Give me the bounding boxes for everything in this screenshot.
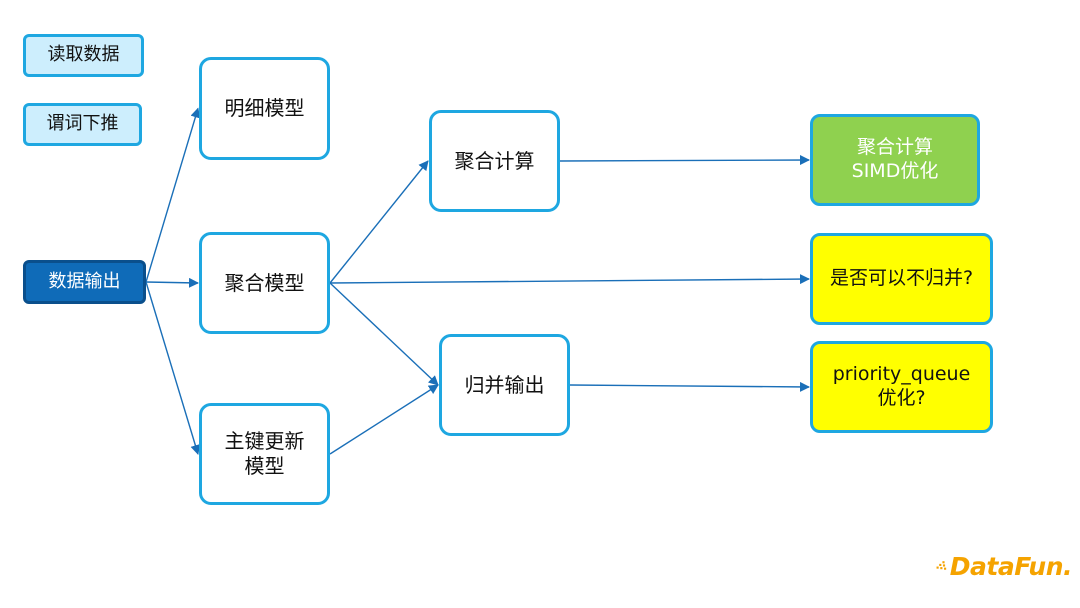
- edge-data_output-to-pk_model: [145, 281, 201, 455]
- edge-data_output-to-agg_model: [145, 277, 199, 288]
- logo-dots-icon: [936, 561, 947, 570]
- edge-data_output-to-detail_model: [145, 107, 201, 283]
- result-priority-queue-label-1: priority_queue: [832, 363, 971, 386]
- legend-predicate-pushdown-label: 谓词下推: [46, 113, 119, 135]
- node-pk-model-label-2: 模型: [244, 454, 285, 478]
- edge-agg_model-to-no_merge: [329, 274, 810, 285]
- result-priority-queue: priority_queue 优化?: [810, 341, 993, 433]
- legend-predicate-pushdown: 谓词下推: [23, 103, 142, 146]
- result-simd-label-1: 聚合计算: [856, 136, 933, 159]
- node-detail-model: 明细模型: [199, 57, 330, 160]
- node-agg-compute-label: 聚合计算: [454, 148, 535, 173]
- legend-read-data-label: 读取数据: [47, 44, 120, 66]
- node-merge-output-label: 归并输出: [464, 372, 545, 397]
- node-detail-model-label: 明细模型: [224, 96, 305, 120]
- node-pk-model-label-1: 主键更新: [224, 429, 305, 453]
- node-agg-compute: 聚合计算: [429, 110, 560, 212]
- node-merge-output: 归并输出: [439, 334, 570, 436]
- result-no-merge: 是否可以不归并?: [810, 233, 993, 325]
- node-agg-model-label: 聚合模型: [224, 270, 305, 295]
- edge-pk_model-to-merge_output: [329, 384, 439, 455]
- node-pk-model: 主键更新 模型: [199, 403, 330, 505]
- logo-text: DataFun.: [949, 551, 1073, 581]
- datafun-logo: DataFun.: [936, 546, 1073, 586]
- result-no-merge-label: 是否可以不归并?: [829, 267, 974, 290]
- result-simd-label-2: SIMD优化: [851, 160, 939, 182]
- edge-agg_model-to-merge_output: [329, 282, 439, 386]
- result-simd: 聚合计算 SIMD优化: [810, 114, 980, 206]
- edge-agg_compute-to-simd: [559, 155, 810, 166]
- node-agg-model: 聚合模型: [199, 232, 330, 334]
- legend-read-data: 读取数据: [23, 34, 144, 77]
- node-data-output: 数据输出: [23, 260, 146, 304]
- node-data-output-label: 数据输出: [48, 270, 121, 292]
- edge-agg_model-to-agg_compute: [329, 160, 429, 284]
- result-priority-queue-label-2: 优化?: [877, 387, 926, 409]
- edge-merge_output-to-pq: [569, 381, 810, 392]
